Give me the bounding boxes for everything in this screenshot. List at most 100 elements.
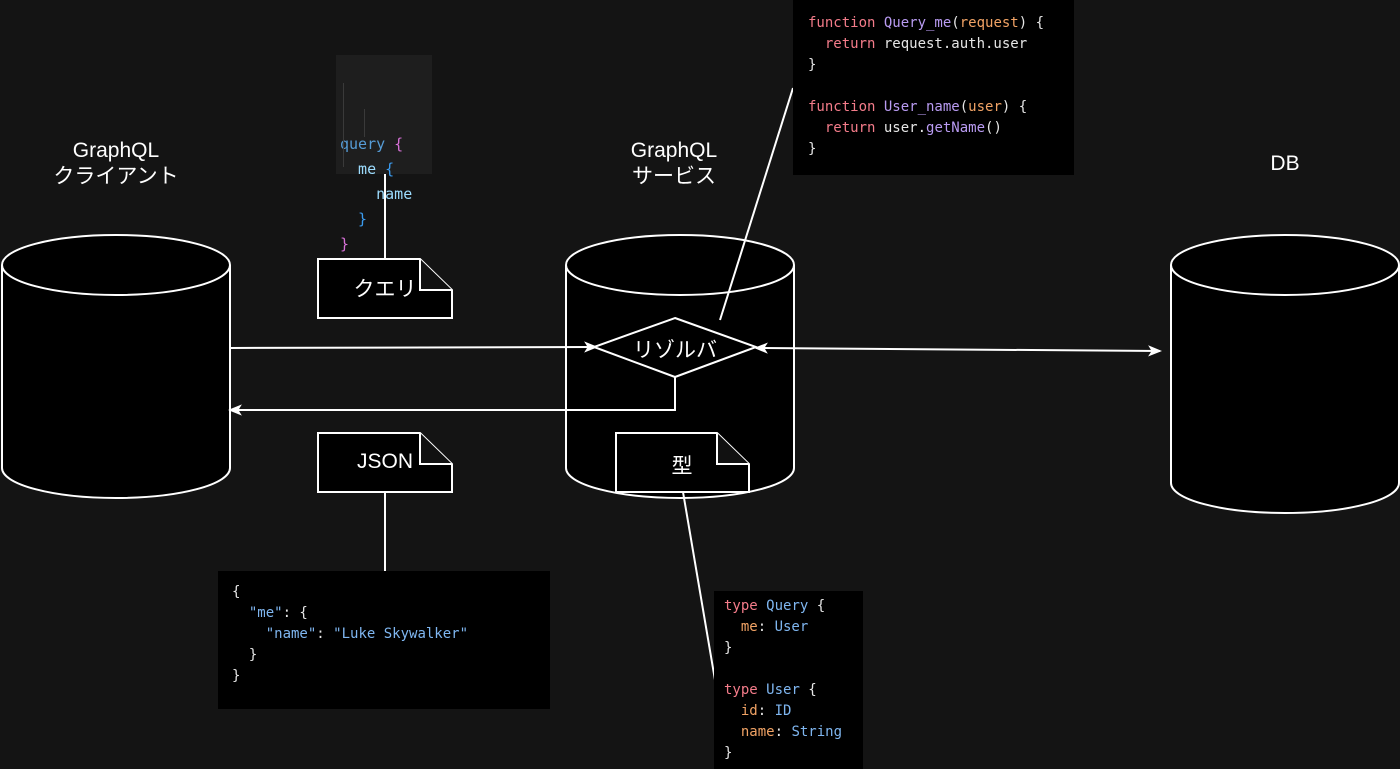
code-token: } [232,668,241,684]
code-line: "me": { [232,603,550,624]
code-line: me: User [724,617,863,638]
code-token: query [340,135,386,153]
json-document-shape[interactable] [317,432,453,493]
code-line: return request.auth.user [808,34,1074,55]
code-line: } [724,638,863,659]
code-line: function Query_me(request) { [808,13,1074,34]
code-token: ( [959,99,969,115]
code-token: : [316,626,334,642]
code-token: function [808,99,884,115]
db-arrow [753,342,1163,357]
code-token: User_name [883,99,960,115]
code-token: "Luke Skywalker" [333,626,469,642]
code-token: () [985,120,1002,136]
code-token: "me" [248,605,283,621]
client-cylinder[interactable] [0,234,231,499]
code-line: type Query { [724,596,863,617]
code-line [724,659,863,680]
type-document-shape[interactable] [615,432,750,493]
code-token: request [959,15,1019,31]
code-line: } [340,232,432,257]
client-label: GraphQL クライアント [16,138,216,190]
type-document-label: 型 [671,455,693,478]
code-token: : [757,703,775,719]
code-token: } [340,235,350,253]
code-line: query { [340,132,432,157]
code-token: { [385,135,404,153]
query-document-shape[interactable] [317,258,453,319]
resolver-label: リゾルバ [633,339,717,362]
code-token: name [724,724,775,740]
query-document-label: クエリ [353,278,417,301]
service-label-line1: GraphQL [630,139,718,162]
code-token: } [808,141,817,157]
query-code-block: query { me { name }} [336,55,432,253]
code-token: user [968,99,1002,115]
code-token: : [774,724,792,740]
code-line: } [232,645,550,666]
service-label: GraphQL サービス [574,138,774,190]
code-line: { [232,582,550,603]
code-line [808,76,1074,97]
code-token: : [757,619,775,635]
code-token: user. [883,120,927,136]
client-label-line2: クライアント [53,165,179,188]
code-token: } [724,640,733,656]
code-token: ( [951,15,960,31]
code-token: { [799,682,817,698]
resolver-code-block: function Query_me(request) { return requ… [793,0,1074,175]
code-line: name: String [724,722,863,743]
code-token: me [340,160,377,178]
resolver-diamond[interactable] [591,316,759,379]
code-token: Query_me [883,15,952,31]
client-label-line1: GraphQL [72,139,160,162]
code-token: function [808,15,884,31]
code-token: String [791,724,843,740]
json-document-label: JSON [356,450,413,473]
code-line: "name": "Luke Skywalker" [232,624,550,645]
code-token: { [232,584,241,600]
code-token: Query [766,598,809,614]
code-token: getName [926,120,986,136]
code-token: } [808,57,817,73]
type-doc-connector [682,491,716,681]
code-line: return user.getName() [808,118,1074,139]
code-token: { [376,160,395,178]
code-line: function User_name(user) { [808,97,1074,118]
indent-guide [364,109,365,137]
code-token: request.auth.user [883,36,1028,52]
response-arrow [227,377,676,416]
code-token: } [724,745,733,761]
code-token: me [724,619,758,635]
code-token [232,605,249,621]
code-token: User [766,682,800,698]
code-token: User [774,619,809,635]
code-line: type User { [724,680,863,701]
db-label: DB [1270,152,1300,175]
code-token: ID [774,703,792,719]
code-line: } [340,207,432,232]
code-token: ) { [1001,99,1028,115]
request-arrow [229,341,599,353]
code-token: { [808,598,826,614]
code-line: } [232,666,550,687]
code-token [232,626,266,642]
code-token: id [724,703,758,719]
code-token: type [724,598,767,614]
db-cylinder[interactable] [1170,234,1400,514]
json-code-block: { "me": { "name": "Luke Skywalker" }} [218,571,550,709]
resolver-code-connector [719,87,794,321]
indent-guide [343,83,344,167]
code-token: } [232,647,258,663]
code-token: } [340,210,368,228]
code-line: } [808,139,1074,160]
code-token: ) { [1018,15,1045,31]
code-token: name [340,185,413,203]
schema-code-block: type Query { me: User} type User { id: ID… [714,591,863,769]
code-line: } [808,55,1074,76]
code-token: type [724,682,767,698]
code-line: name [340,182,432,207]
service-label-line2: サービス [632,165,716,188]
code-token: : { [282,605,308,621]
